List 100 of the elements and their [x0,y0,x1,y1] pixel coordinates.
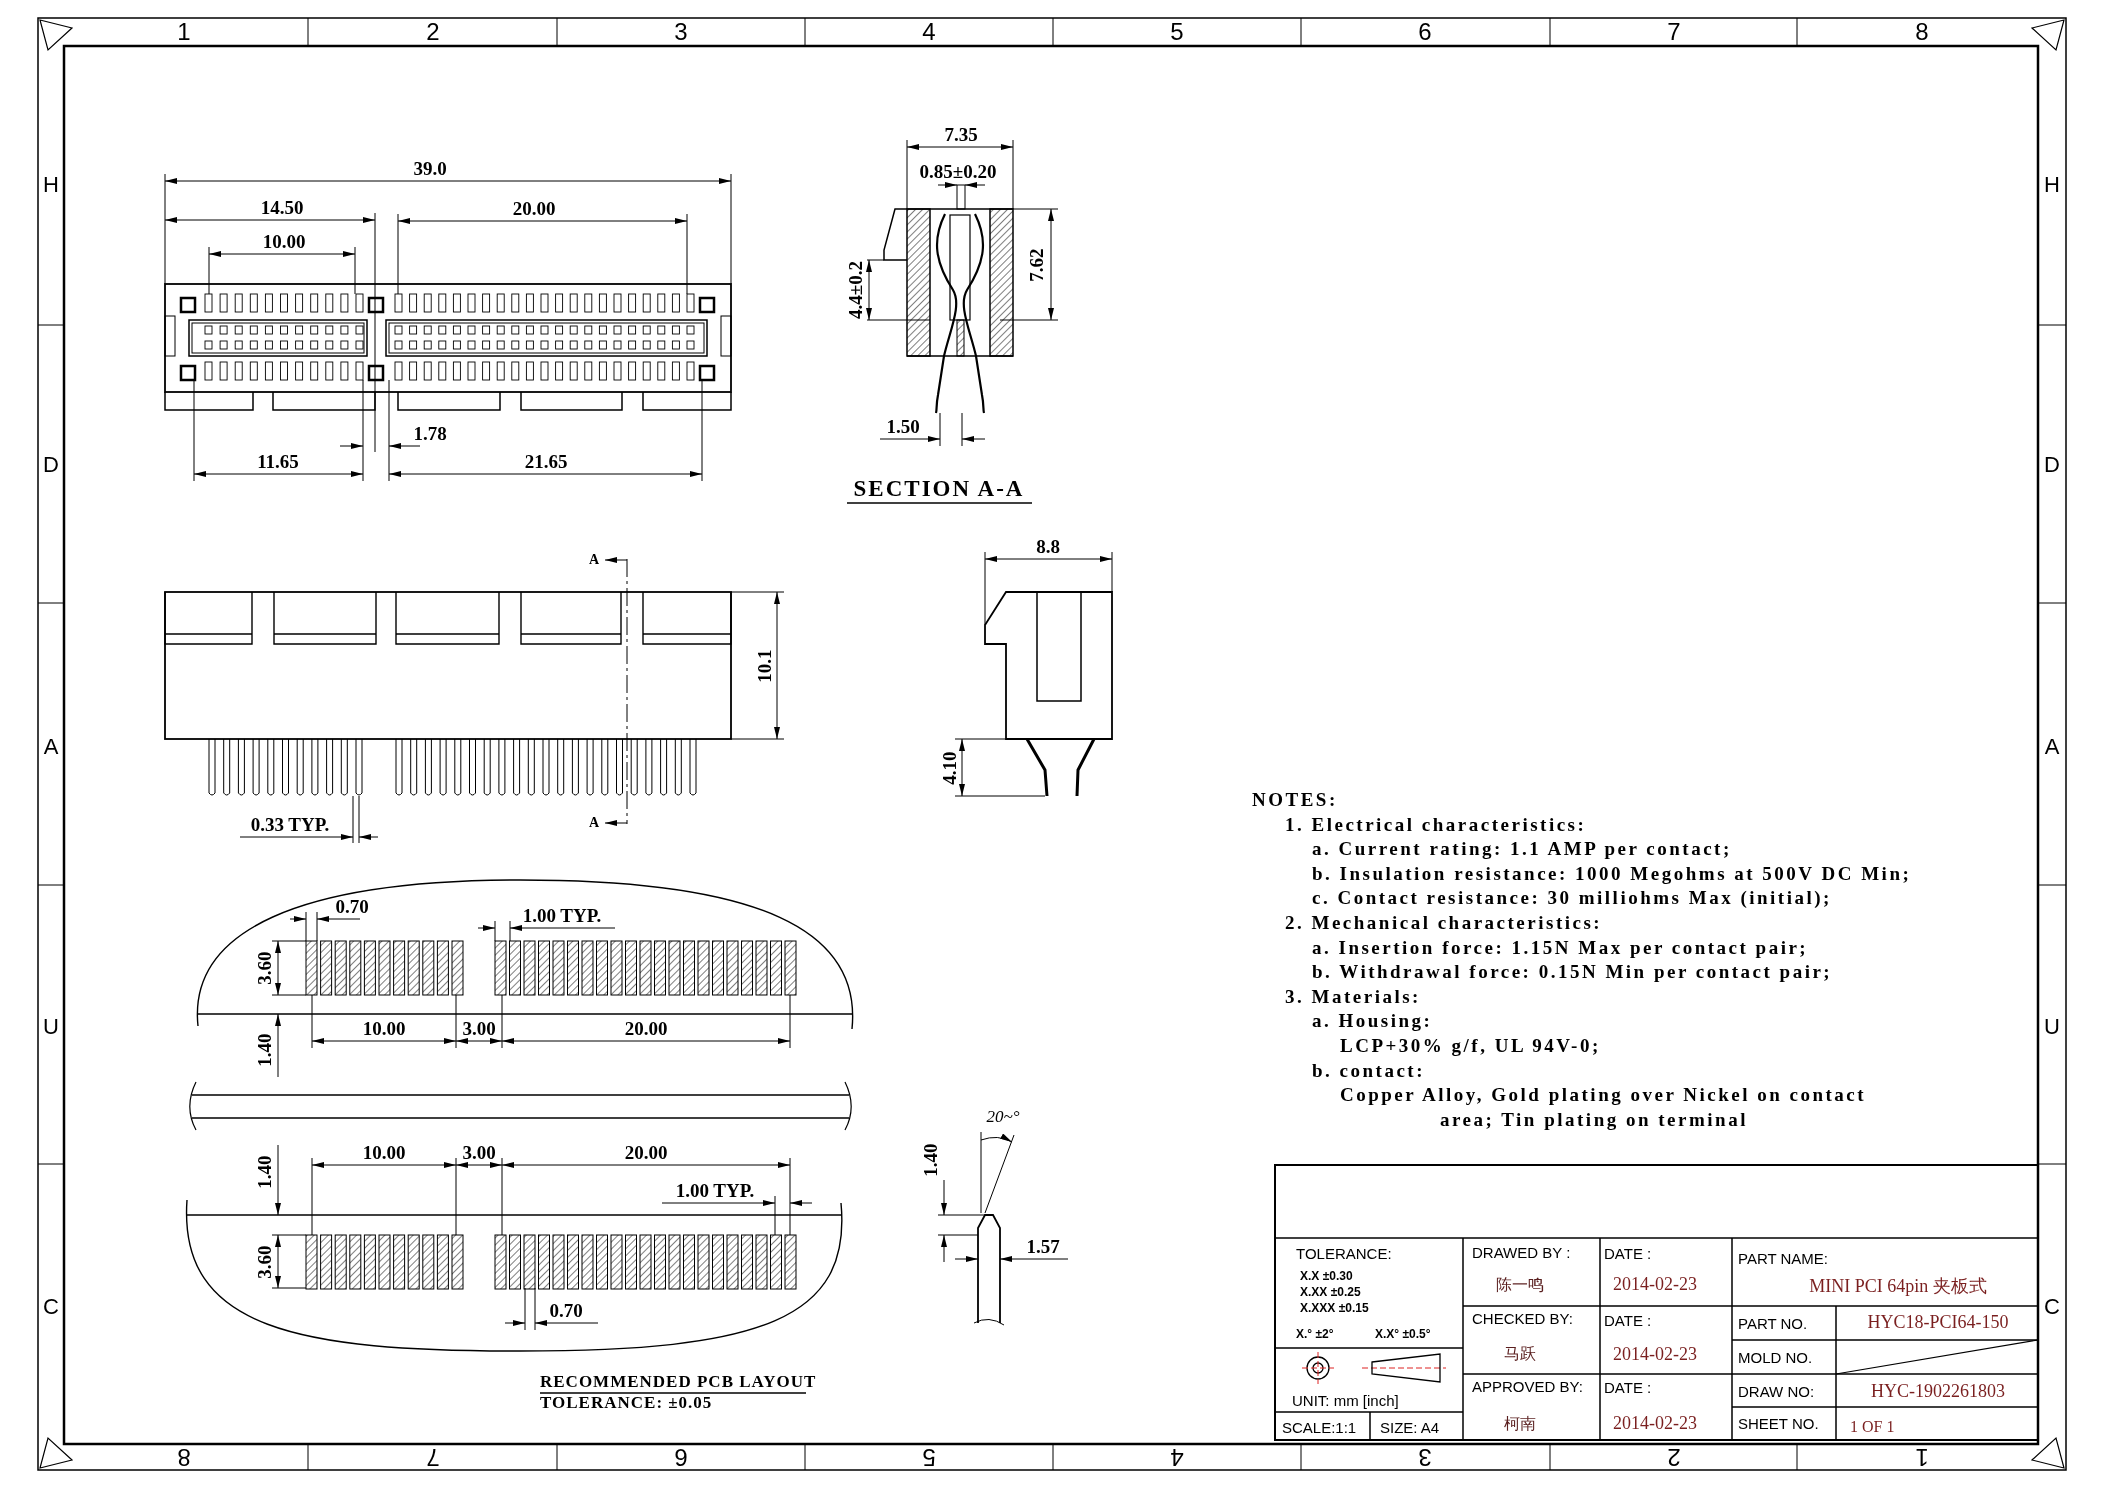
field-label: DRAW NO: [1738,1383,1815,1399]
field-label: SCALE:1:1 [1282,1419,1357,1435]
note-text: a. Insertion force: 1.15N Max per contact pair; [1312,937,1809,957]
field-label: TOLERANCE: [1296,1245,1392,1261]
dimension-value: 3.00 [462,1018,496,1038]
zone-number: 2 [1667,1445,1681,1469]
zone-number: 3 [674,20,688,44]
field-label: DATE : [1604,1379,1652,1395]
zone-letter: C [43,1296,59,1318]
section-marker-letter: A [588,816,600,830]
tolerance-text: X.XXX ±0.15 [1300,1302,1369,1314]
note-text: b. Withdrawal force: 0.15N Min per contact pair; [1312,961,1833,981]
field-label: SHEET NO. [1738,1415,1819,1431]
dimension-value: 1.00 TYP. [675,1180,755,1200]
dimension-value: 20.00 [624,1142,668,1162]
dimension-value: 7.35 [944,124,978,144]
dimension-value: 1.40 [920,1143,940,1177]
note-text: 2. Mechanical characteristics: [1285,912,1603,932]
dimension-value: 21.65 [524,451,568,471]
zone-number: 1 [1915,1445,1929,1469]
field-label: PART NO. [1738,1315,1808,1331]
dimension-value: 0.33 TYP. [250,814,330,834]
field-label: CHECKED BY: [1472,1310,1573,1326]
dimension-value: 20.00 [624,1018,668,1038]
zone-letter: A [43,736,59,758]
field-value: 2014-02-23 [1613,1414,1697,1432]
field-label: MOLD NO. [1738,1349,1813,1365]
zone-number: 5 [1170,20,1184,44]
field-value: MINI PCI 64pin 夹板式 [1809,1277,1987,1295]
note-text: a. Housing: [1312,1010,1433,1030]
field-label: APPROVED BY: [1472,1378,1583,1394]
view-title: SECTION A-A [853,476,1025,500]
dimension-value: 0.70 [549,1300,583,1320]
layout-caption: RECOMMENDED PCB LAYOUT [540,1372,817,1390]
tolerance-text: X.X ±0.30 [1300,1270,1353,1282]
section-marker-letter: A [588,553,600,567]
dimension-value: 1.78 [413,423,447,443]
field-value: 2014-02-23 [1613,1345,1697,1363]
dimension-value: 11.65 [257,451,299,471]
signature-name: 陈一鸣 [1496,1277,1544,1293]
note-text: LCP+30% g/f, UL 94V-0; [1340,1035,1601,1055]
dimension-value: 20.00 [512,198,556,218]
dimension-value: 4.4±0.2 [845,261,865,319]
zone-number: 2 [426,20,440,44]
zone-number: 6 [1418,20,1432,44]
zone-number: 7 [426,1445,440,1469]
dimension-value: 4.10 [939,751,959,785]
angle-value: 20~° [986,1107,1020,1125]
note-text: NOTES: [1252,789,1338,809]
zone-letter: U [43,1016,59,1038]
dimension-value: 8.8 [1036,536,1060,556]
dimension-value: 1.40 [254,1155,274,1189]
zone-number: 5 [922,1445,936,1469]
note-text: 3. Materials: [1285,986,1421,1006]
field-label: DRAWED BY : [1472,1244,1571,1260]
dimension-value: 10.1 [754,649,774,683]
note-text: b. Insulation resistance: 1000 Megohms at 500V DC Min; [1312,863,1912,883]
field-label: DATE : [1604,1245,1652,1261]
zone-letter: D [2044,454,2060,476]
zone-number: 3 [1418,1445,1432,1469]
field-label: UNIT: mm [inch] [1292,1392,1399,1408]
tolerance-text: X.X° ±0.5° [1375,1328,1431,1340]
field-value: 1 OF 1 [1850,1419,1895,1435]
note-text: a. Current rating: 1.1 AMP per contact; [1312,838,1732,858]
dimension-value: 1.00 TYP. [522,905,602,925]
zone-letter: C [2044,1296,2060,1318]
field-label: PART NAME: [1738,1250,1829,1266]
dimension-value: 39.0 [413,158,447,178]
signature-name: 柯南 [1504,1416,1536,1432]
dimension-value: 0.70 [335,896,369,916]
layout-caption: TOLERANCE: ±0.05 [540,1393,713,1411]
zone-number: 4 [922,20,936,44]
dimension-value: 3.60 [254,1245,274,1279]
tolerance-text: X.XX ±0.25 [1300,1286,1361,1298]
dimension-value: 10.00 [262,231,306,251]
field-label: SIZE: A4 [1380,1419,1440,1435]
note-text: c. Contact resistance: 30 milliohms Max (initial); [1312,887,1832,907]
signature-name: 马跃 [1504,1346,1536,1362]
dimension-value: 10.00 [362,1018,406,1038]
dimension-value: 3.00 [462,1142,496,1162]
zone-number: 8 [177,1445,191,1469]
zone-number: 6 [674,1445,688,1469]
dimension-value: 10.00 [362,1142,406,1162]
zone-letter: H [43,174,59,196]
note-text: Copper Alloy, Gold plating over Nickel on contact area; Tin plating on terminal [1340,1083,1868,1133]
tolerance-text: X.° ±2° [1296,1328,1334,1340]
note-text: 1. Electrical characteristics: [1285,814,1587,834]
field-value: HYC-1902261803 [1871,1382,2005,1400]
field-label: DATE : [1604,1312,1652,1328]
field-value: HYC18-PCI64-150 [1867,1313,2009,1331]
dimension-value: 3.60 [254,951,274,985]
dimension-value: 0.85±0.20 [919,161,997,181]
zone-letter: H [2044,174,2060,196]
zone-number: 7 [1667,20,1681,44]
dimension-value: 1.50 [886,416,920,436]
dimension-value: 1.57 [1026,1236,1060,1256]
zone-letter: U [2044,1016,2060,1038]
zone-number: 8 [1915,20,1929,44]
zone-letter: D [43,454,59,476]
field-value: 2014-02-23 [1613,1275,1697,1293]
